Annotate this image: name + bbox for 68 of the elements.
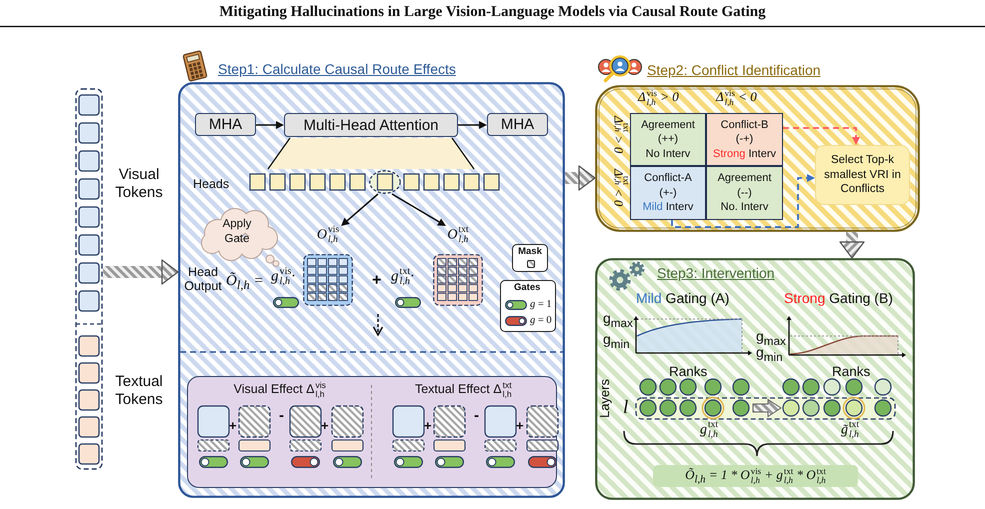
minus-sign: - — [279, 407, 284, 424]
minus-sign: - — [474, 407, 479, 424]
quadrant-panel — [706, 166, 783, 220]
axis-title: Layers — [598, 379, 613, 418]
plus-sign: + — [321, 419, 329, 434]
arrow — [341, 193, 378, 226]
legend-text: g = 0 — [530, 315, 552, 327]
step-panel — [178, 48, 565, 498]
row-label: Heads — [193, 177, 230, 192]
side-label: Textual Tokens — [114, 373, 164, 409]
legend-text: g = 1 — [530, 299, 552, 311]
selected-head — [369, 170, 401, 194]
panel-title: Step1: Calculate Causal Route Effects — [218, 61, 456, 77]
arrow — [256, 121, 284, 129]
condition-label: Δ$^{vis}$$_{l,h}$ < 0 — [716, 89, 757, 107]
action-box: Select Top-k smallest VRI in Conflicts — [815, 145, 910, 205]
side-label: Visual Tokens — [114, 166, 164, 202]
output-matrix — [430, 226, 486, 308]
quadrant-panel — [630, 113, 706, 166]
sign-pattern: (-+) — [736, 132, 754, 147]
panel-title: Step3: Intervention — [657, 265, 775, 281]
quadrant-heading: Agreement — [641, 118, 695, 132]
axis-title: Ranks — [832, 364, 870, 380]
thought-cloud: Apply Gate — [198, 207, 282, 266]
math-term: Õ$_{l,h}$ = — [226, 273, 264, 292]
quadrant-heading: Conflict-B — [720, 118, 768, 132]
token-column — [75, 88, 103, 470]
module-box: Multi-Head Attention — [284, 113, 458, 137]
quadrant-heading: Conflict-A — [644, 171, 692, 186]
chart-title: Strong Gating (B) — [784, 290, 893, 306]
sign-pattern: (--) — [737, 186, 752, 200]
plus-sign: + — [424, 419, 432, 434]
effect-panel — [187, 376, 557, 488]
block-arrow — [103, 259, 179, 285]
quadrant-panel — [706, 113, 783, 166]
intervention-text: Mild Interv — [642, 200, 694, 215]
legend-title: Gates — [514, 283, 540, 294]
sign-pattern: (+-) — [659, 186, 677, 200]
quadrant-heading: Agreement — [718, 171, 772, 186]
block-arrow — [565, 165, 596, 191]
quadrant-panel — [630, 166, 706, 220]
arrow — [458, 121, 487, 129]
axis-tick-label: g$_{max}$ — [603, 310, 633, 330]
plus-sign: + — [229, 419, 237, 434]
module-box: MHA — [487, 113, 548, 136]
row-label: Head Output — [183, 265, 223, 294]
module-box: MHA — [195, 113, 256, 136]
plus-sign: + — [372, 272, 382, 290]
axis-tick-label: g$_{min}$ — [603, 331, 630, 352]
intervention-text: No Interv — [646, 146, 690, 162]
axis-title: Ranks — [669, 364, 708, 380]
step-panel — [595, 53, 920, 232]
condition-label: Δ$^{vis}$$_{l,h}$ > 0 — [638, 89, 679, 107]
dashed-arrow — [671, 174, 815, 228]
intervention-text: Strong Interv — [713, 146, 776, 162]
plus-sign: + — [516, 419, 524, 434]
block-arrow — [839, 232, 865, 259]
chart-title: Mild Gating (A) — [636, 290, 730, 306]
title: Mitigating Hallucinations in Large Vision-Language Models via Causal Route Gating — [219, 4, 766, 21]
sign-pattern: (++) — [658, 132, 678, 147]
legend-text: Mask — [518, 247, 542, 258]
math-term: g$^{vis}$$_{l,h}$· — [271, 267, 296, 288]
math-term: g$^{txt}$$_{l,h}$· — [391, 267, 414, 288]
panel-title: Step2: Conflict Identification — [647, 62, 821, 78]
output-matrix — [300, 226, 356, 308]
layer-index: l — [623, 397, 628, 419]
intervention-text: No. Interv — [720, 200, 768, 215]
arrow — [392, 193, 446, 226]
